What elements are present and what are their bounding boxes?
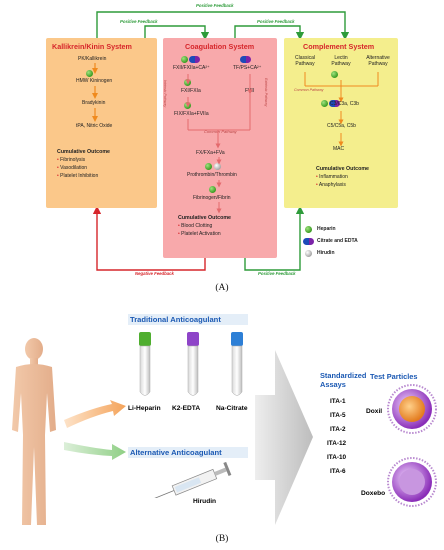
kallikrein-step: tPA, Nitric Oxide [76,123,113,129]
kallikrein-outcome-title: Cumulative Outcome [57,149,110,155]
alternative-header-bg [128,447,248,458]
tubes-svg [139,332,243,396]
tube-label-na-citrate: Na-Citrate [216,405,248,412]
hirudin-legend-icon [305,250,312,257]
complement-outcome-2: • Anaphylaxis [316,182,346,188]
panel-b-label: (B) [215,534,229,544]
kallikrein-system-box [46,38,157,208]
complement-title: Complement System [303,42,375,51]
panel-a-label: (A) [215,283,229,293]
process-arrow [255,350,313,525]
hirudin-dot [214,163,221,170]
coagulation-step: Prothrombin/Thrombin [187,172,237,178]
complement-outcome-1: • Inflammation [316,174,348,180]
coagulation-step: FIX/FXIa+FVIIa [174,111,209,117]
citrate-edta-icon [240,56,251,63]
tube-label-li-heparin: Li-Heparin [128,405,161,412]
syringe-icon [153,462,232,498]
lectin-pathway: Lectin Pathway [331,55,351,67]
coagulation-outcome-title: Cumulative Outcome [178,215,231,221]
traditional-header-bg [128,314,248,325]
heparin-dot [209,186,216,193]
complement-step: C3/C3a, C3b [330,101,359,107]
coagulation-outcome-2: • Platelet Activation [178,231,221,237]
coagulation-step: TF/PS+CA²⁺ [233,65,262,71]
traditional-title: Traditional Anticoagulant [130,315,221,324]
coagulation-title: Coagulation System [185,42,255,51]
heparin-dot [331,71,338,78]
kallikrein-outcome-2: • Vasodilation [57,165,88,171]
kallikrein-outcome-3: • Platelet Inhibition [57,173,99,179]
feedback-top-left-label: Positive Feedback [120,19,158,24]
particles-svg [387,384,437,507]
assay-item: ITA-12 [327,440,347,447]
alternative-pathway: Alternative Pathway [366,55,390,67]
feedback-top-label: Positive Feedback [196,3,234,8]
coagulation-arrows [185,74,253,149]
assay-item: ITA-6 [330,468,346,475]
coagulation-step: FXI/FXIa [181,88,201,94]
feedback-diagram [92,11,350,271]
legend-heparin: Heparin [317,226,336,232]
feedback-bottom-right-label: Positive Feedback [258,271,296,276]
coagulation-outcome-1: • Blood Clotting [178,223,213,229]
coagulation-lower-arrows [216,157,222,214]
human-body-icon [12,338,56,525]
complement-common-pathway-label: Common Pathway [294,88,324,92]
kallikrein-outcome-1: • Fibrinolysis [57,157,86,163]
particles-title: Test Particles [370,372,418,381]
kallikrein-step: HMW Kininogen [76,78,113,84]
heparin-dot [321,100,328,107]
citrate-edta-legend-icon [303,238,314,245]
alternative-title: Alternative Anticoagulant [130,448,222,457]
heparin-dot [181,56,188,63]
complement-arrows [304,72,379,147]
complement-step: MAC [333,146,345,152]
heparin-dot [205,163,212,170]
coagulation-step: FXII/FXIIa+CA²⁺ [173,65,210,71]
assay-item: ITA-10 [327,454,347,461]
kallikrein-step: PK/Kallikrein [78,56,107,62]
doxebo-particle [387,457,437,507]
complement-outcome-title: Cumulative Outcome [316,166,369,172]
assay-item: ITA-1 [330,398,346,405]
citrate-edta-icon [189,56,200,63]
kallikrein-title: Kallikrein/Kinin System [52,42,132,51]
kallikrein-arrows [92,63,98,122]
assay-item: ITA-2 [330,426,346,433]
kallikrein-step: Bradykinin [82,100,106,106]
particle-doxebo-label: Doxebo [361,490,386,497]
assays-title: Standardized Assays [320,371,367,389]
legend-hirudin: Hirudin [317,250,335,256]
common-pathway-label: Common Pathway [204,129,237,134]
tube-li-heparin [139,332,151,396]
legend-citrate-edta: Citrate and EDTA [317,238,358,244]
body-arrows [64,400,126,460]
assay-item: ITA-5 [330,412,346,419]
doxil-particle [387,384,437,434]
feedback-top-right-label: Positive Feedback [257,19,295,24]
tube-na-citrate [231,332,243,396]
citrate-edta-icon [329,100,340,107]
heparin-dot [86,70,93,77]
particle-doxil-label: Doxil [366,408,383,415]
complement-step: C5/C5a, C5b [327,123,356,129]
classical-pathway: Classical Pathway [294,55,315,67]
heparin-legend-icon [305,226,312,233]
coagulation-step: FX/FXa+FVa [196,150,225,156]
tube-k2-edta [187,332,199,396]
feedback-bottom-left-label: Negative Feedback [135,271,174,276]
tube-label-k2-edta: K2-EDTA [172,405,201,412]
coagulation-step: Fibrinogen/Fibrin [193,195,231,201]
hirudin-label: Hirudin [193,498,217,505]
